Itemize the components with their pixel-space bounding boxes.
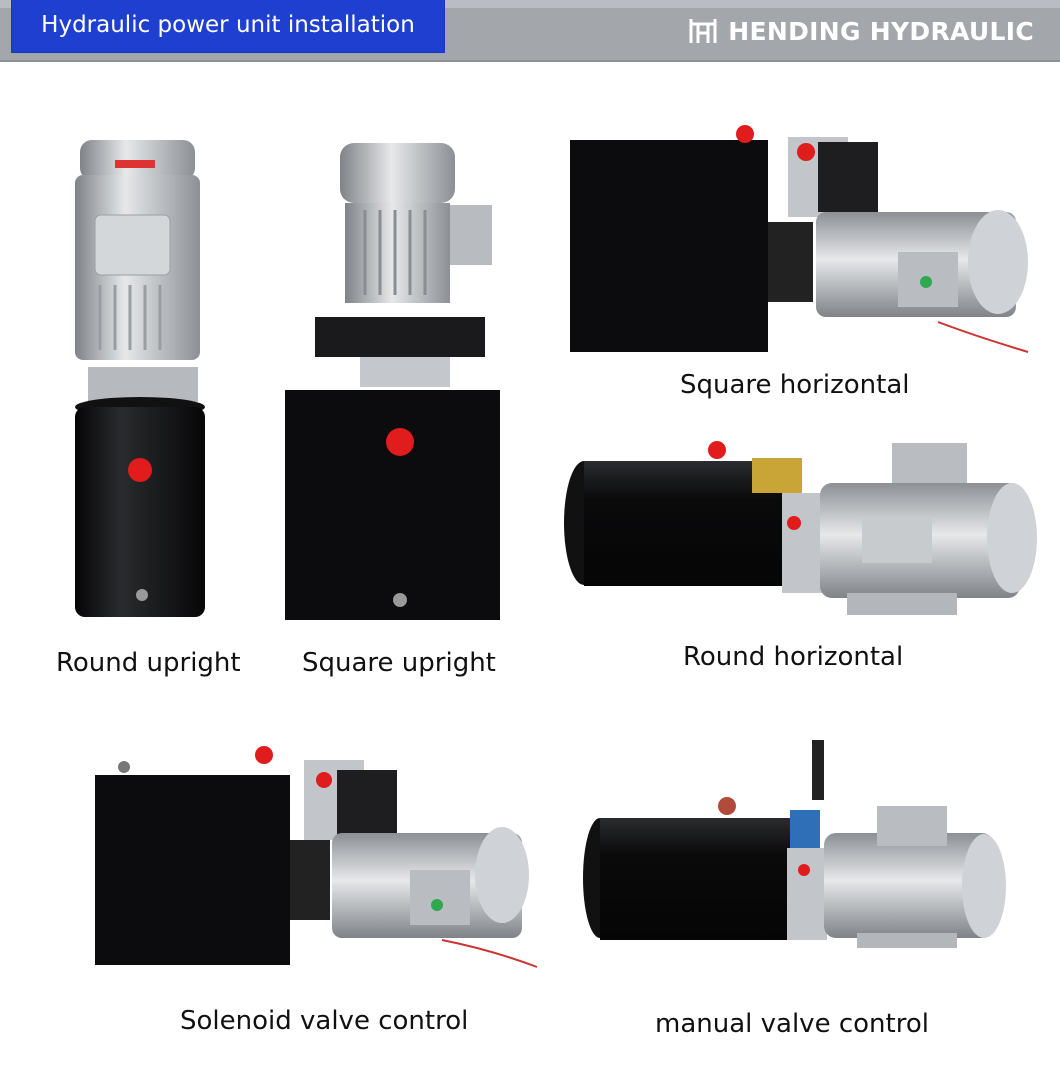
brand: HENDING HYDRAULIC xyxy=(688,14,1034,48)
hending-logo-icon xyxy=(689,19,717,43)
manual-valve-photo xyxy=(583,740,1006,948)
caption-square-horizontal: Square horizontal xyxy=(680,370,910,400)
brand-name: HENDING HYDRAULIC xyxy=(728,16,1034,46)
square-upright-photo xyxy=(285,143,500,620)
solenoid-valve-photo xyxy=(95,746,538,968)
page-title: Hydraulic power unit installation xyxy=(12,0,444,52)
caption-manual-valve-control: manual valve control xyxy=(655,1009,929,1039)
round-upright-photo xyxy=(75,140,205,617)
caption-round-horizontal: Round horizontal xyxy=(683,642,904,672)
square-horizontal-photo xyxy=(570,125,1029,353)
header-bar: Hydraulic power unit installation HENDIN… xyxy=(0,0,1060,62)
round-horizontal-photo xyxy=(564,441,1037,615)
caption-solenoid-valve-control: Solenoid valve control xyxy=(180,1006,469,1036)
caption-round-upright: Round upright xyxy=(56,648,241,678)
caption-square-upright: Square upright xyxy=(302,648,496,678)
